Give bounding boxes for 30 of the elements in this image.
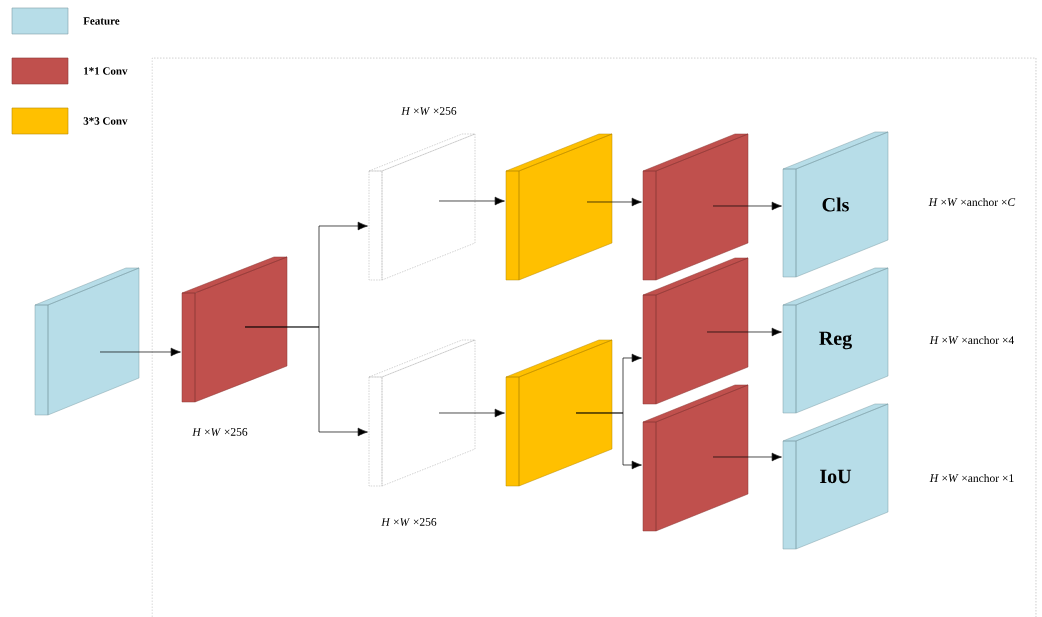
feature-map-block: Reg [782, 267, 889, 414]
arrow [712, 201, 782, 211]
feature-map-block [642, 133, 749, 281]
dimension-label: H ×W ×anchor ×C [928, 197, 1016, 207]
arrow [712, 452, 782, 462]
dimension-label: H ×W ×256 [401, 107, 457, 115]
feature-map-block [505, 133, 613, 281]
feature-map-block [368, 339, 476, 487]
feature-map-block: Cls [782, 131, 889, 278]
dimension-label: H ×W ×256 [381, 518, 437, 526]
feature-map-block [642, 384, 749, 532]
arrow [575, 412, 642, 470]
feature-map-block [642, 257, 749, 405]
arrow [438, 196, 505, 206]
feature-map-block [505, 339, 613, 487]
legend-label: Feature [83, 17, 120, 25]
arrow [438, 408, 505, 418]
arrow [586, 197, 642, 207]
arrow [99, 347, 181, 357]
dimension-label: H ×W ×anchor ×4 [929, 335, 1014, 345]
arrow [244, 326, 368, 437]
legend-label: 1*1 Conv [84, 67, 128, 75]
feature-map-block [34, 267, 140, 416]
legend-label: 3*3 Conv [83, 117, 128, 125]
dimension-label: H ×W ×anchor ×1 [929, 473, 1014, 483]
feature-map-block [368, 133, 476, 281]
arrow [706, 327, 782, 337]
dimension-label: H ×W ×256 [192, 428, 248, 436]
feature-map-block: IoU [782, 403, 889, 550]
feature-map-block [181, 256, 288, 403]
